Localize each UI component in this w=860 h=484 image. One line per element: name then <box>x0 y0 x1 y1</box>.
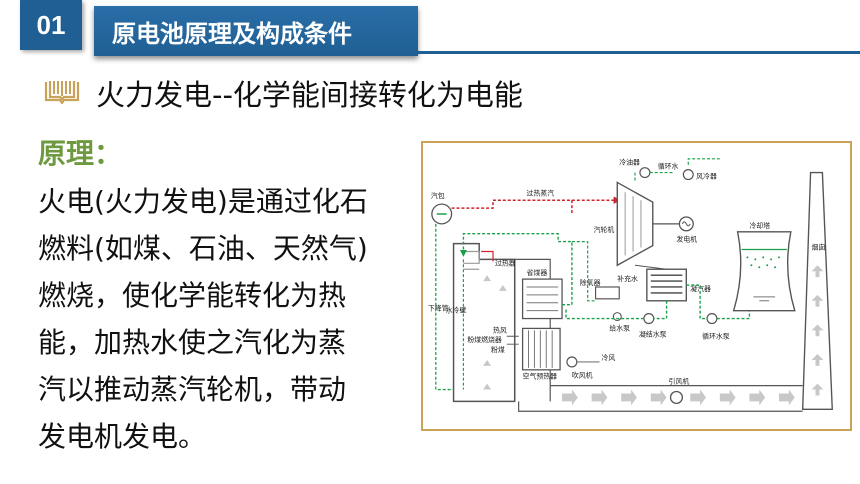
superheater <box>463 250 494 270</box>
plant-diagram-svg: 汽包 过热蒸汽 过热器 省煤器 空气预热器 热风 粉煤 粉煤燃烧器 冷风 吹风机… <box>428 158 833 412</box>
label-feed-pump: 给水泵 <box>609 323 630 332</box>
chimney-icon <box>801 171 833 410</box>
label-drum: 汽包 <box>431 191 445 200</box>
section-title: 原电池原理及构成条件 <box>112 19 352 48</box>
label-hot-air: 热风 <box>493 325 507 334</box>
feed-pump-icon <box>612 312 622 322</box>
principle-line: 燃烧，使化学能转化为热 <box>38 279 347 312</box>
blower-icon <box>566 356 578 368</box>
thermal-power-plant-diagram: 汽包 过热蒸汽 过热器 省煤器 空气预热器 热风 粉煤 粉煤燃烧器 冷风 吹风机… <box>421 141 852 431</box>
open-book-icon <box>44 81 80 104</box>
condensate-pump-icon <box>643 313 655 325</box>
label-air-preheater: 空气预热器 <box>523 372 558 381</box>
label-circulating-pump: 循环水泵 <box>702 331 730 340</box>
condenser-box <box>646 268 687 302</box>
economizer-box <box>521 278 563 320</box>
header-divider-line <box>418 51 860 54</box>
deaerator-box <box>594 286 620 300</box>
label-circulating-water: 循环水 <box>658 162 679 171</box>
label-downcomer: 下降管 <box>428 304 449 313</box>
principle-line: 发电机发电。 <box>38 420 207 453</box>
principle-line: 能，加热水使之汽化为蒸 <box>38 326 347 359</box>
principle-line: 燃料(如煤、石油、天然气) <box>38 232 368 265</box>
cold-oil-icon <box>639 167 651 179</box>
air-cooler-icon <box>682 169 694 181</box>
label-economizer: 省煤器 <box>527 268 548 277</box>
section-number-tab: 01 <box>20 0 82 50</box>
flue-gas-arrows <box>811 265 824 396</box>
label-air-cooler: 风冷器 <box>696 172 717 181</box>
label-generator: 发电机 <box>676 235 697 244</box>
label-deaerator: 除氧器 <box>580 278 601 287</box>
label-makeup-water: 补充水 <box>617 274 638 283</box>
label-cold-air: 冷风 <box>601 353 615 362</box>
label-water-wall: 水冷壁 <box>446 306 467 315</box>
principle-line: 火电(火力发电)是通过化石 <box>38 185 368 218</box>
label-superheated-steam: 过热蒸汽 <box>527 188 555 197</box>
label-superheater: 过热器 <box>495 258 516 267</box>
label-blower: 吹风机 <box>572 371 593 380</box>
label-chimney: 烟囱 <box>812 243 826 252</box>
cooling-tower-icon <box>732 231 796 312</box>
label-turbine: 汽轮机 <box>594 225 615 234</box>
label-induced-fan: 引风机 <box>669 377 690 386</box>
steam-turbine-icon <box>616 181 654 267</box>
label-condensate-pump: 凝结水泵 <box>639 329 667 338</box>
section-number: 01 <box>36 9 66 40</box>
principle-line: 汽以推动蒸汽轮机，带动 <box>38 373 347 406</box>
section-title-bar: 原电池原理及构成条件 <box>94 6 418 56</box>
label-pulverized-coal: 粉煤 <box>491 345 505 354</box>
induced-fan-icon <box>669 390 683 404</box>
label-cold-oil: 冷油器 <box>619 158 640 167</box>
label-cooling-tower: 冷却塔 <box>749 221 770 230</box>
circulating-pump-icon <box>706 313 718 325</box>
slide-subtitle: 火力发电--化学能间接转化为电能 <box>96 78 523 112</box>
principle-text: 火电(火力发电)是通过化石 燃料(如煤、石油、天然气) 燃烧，使化学能转化为热 … <box>38 178 418 460</box>
principle-label: 原理： <box>38 137 123 170</box>
label-burner: 粉煤燃烧器 <box>467 335 502 344</box>
